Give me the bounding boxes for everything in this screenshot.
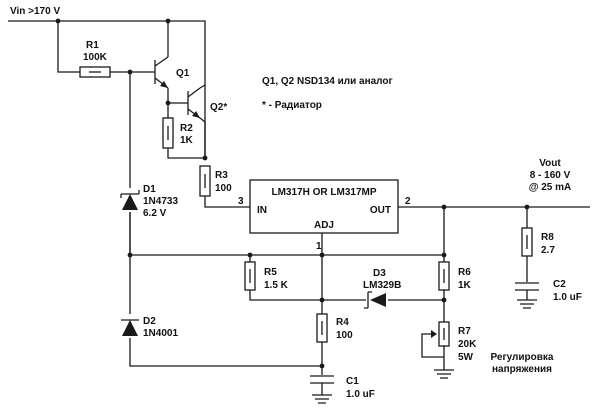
resistor-r1: R1 100K — [79, 40, 111, 78]
c1-value: 1.0 uF — [346, 389, 375, 400]
junction-dot — [319, 252, 325, 258]
note-adjust-line1: Регулировка — [490, 352, 553, 363]
wire-r7-wiper — [421, 333, 444, 358]
regulator-pin-out: OUT — [370, 205, 391, 216]
wire-r5-d3 — [249, 255, 444, 301]
ground-symbol — [434, 369, 454, 379]
resistor-r2: R2 1K — [162, 117, 194, 149]
r2-ref: R2 — [180, 123, 193, 134]
junction-dot — [441, 297, 447, 303]
r2-value: 1K — [180, 135, 194, 146]
r6-value: 1K — [458, 280, 472, 291]
capacitor-c2: C2 1.0 uF — [515, 279, 582, 309]
regulator-pin-adj-num: 1 — [316, 241, 322, 252]
wire-r2-bottom — [167, 148, 205, 159]
resistor-r3: R3 100 — [199, 165, 232, 197]
vout-range: 8 - 160 V — [530, 170, 571, 181]
junction-dot — [441, 252, 447, 258]
note-heatsink: * - Радиатор — [262, 100, 322, 111]
regulator-pin-adj: ADJ — [314, 220, 334, 231]
r8-value: 2.7 — [541, 245, 555, 256]
wire-left-rail — [57, 21, 322, 367]
regulator-pin-in: IN — [257, 205, 267, 216]
junction-dot — [127, 69, 133, 75]
r1-value: 100K — [83, 52, 108, 63]
junction-dot — [441, 204, 447, 210]
junction-dot — [55, 18, 61, 24]
wire-q2-emitter — [199, 117, 206, 160]
diode-d2: D2 1N4001 — [121, 316, 178, 339]
d2-ref: D2 — [143, 316, 156, 327]
d3-ref: D3 — [373, 268, 386, 279]
vout-label: Vout — [539, 158, 561, 169]
wire-q1-emitter — [167, 88, 188, 104]
wire-q2-collector — [199, 84, 206, 89]
zener-d1: D1 1N4733 6.2 V — [120, 184, 178, 219]
r4-value: 100 — [336, 330, 353, 341]
note-transistors: Q1, Q2 NSD134 или аналог — [262, 76, 393, 87]
r7-value2: 5W — [458, 352, 474, 363]
r8-ref: R8 — [541, 232, 554, 243]
regulator-pin-in-num: 3 — [238, 196, 244, 207]
regulator-pin-out-num: 2 — [405, 196, 411, 207]
reference-d3: D3 LM329B — [363, 268, 401, 309]
r7-value: 20K — [458, 339, 477, 350]
resistor-r6: R6 1K — [438, 261, 472, 291]
potentiometer-r7: R7 20K 5W — [431, 321, 477, 363]
r7-ref: R7 — [458, 326, 471, 337]
wire-input-rail — [8, 20, 206, 160]
r4-ref: R4 — [336, 317, 349, 328]
capacitor-c1: C1 1.0 uF — [310, 375, 375, 404]
input-label: Vin >170 V — [10, 6, 60, 17]
d3-value: LM329B — [363, 280, 401, 291]
wire-r3-to-in — [204, 196, 250, 208]
junction-dots — [55, 18, 530, 369]
junction-dot — [319, 363, 325, 369]
r5-ref: R5 — [264, 267, 277, 278]
d1-value2: 6.2 V — [143, 208, 167, 219]
resistor-r4: R4 100 — [316, 313, 353, 343]
vout-current: @ 25 mA — [529, 182, 572, 193]
resistor-r5: R5 1.5 K — [244, 261, 289, 291]
r1-ref: R1 — [86, 40, 99, 51]
transistor-q1: Q1 — [154, 56, 190, 89]
r3-value: 100 — [215, 183, 232, 194]
junction-dot — [127, 252, 133, 258]
note-adjust-line2: напряжения — [492, 364, 552, 375]
c2-ref: C2 — [553, 279, 566, 290]
d2-value: 1N4001 — [143, 328, 178, 339]
q2-ref: Q2* — [210, 102, 227, 113]
junction-dot — [165, 100, 171, 106]
c2-value: 1.0 uF — [553, 292, 582, 303]
junction-dot — [319, 297, 325, 303]
junction-dot — [202, 155, 208, 161]
junction-dot — [165, 18, 171, 24]
junction-dot — [247, 252, 253, 258]
q1-ref: Q1 — [176, 68, 190, 79]
r6-ref: R6 — [458, 267, 471, 278]
resistor-r8: R8 2.7 — [521, 227, 555, 257]
transistor-q2: Q2* — [187, 87, 227, 119]
d1-ref: D1 — [143, 184, 156, 195]
c1-ref: C1 — [346, 376, 359, 387]
junction-dot — [524, 204, 530, 210]
d1-value: 1N4733 — [143, 196, 178, 207]
r3-ref: R3 — [215, 170, 228, 181]
regulator-name: LM317H OR LM317MP — [271, 187, 376, 198]
r5-value: 1.5 K — [264, 280, 289, 291]
regulator-lm317: LM317H OR LM317MP IN OUT ADJ 3 2 1 — [238, 179, 411, 252]
